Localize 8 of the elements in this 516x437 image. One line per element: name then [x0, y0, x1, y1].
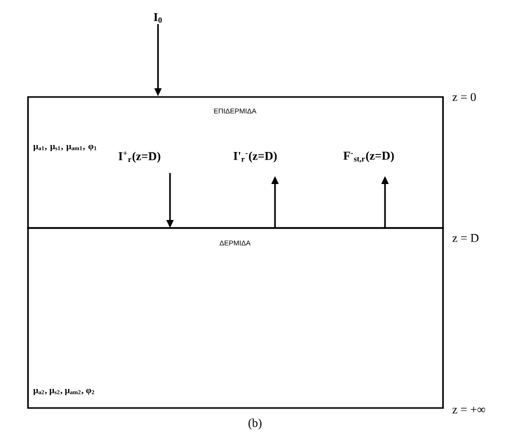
caption: (b) — [248, 418, 262, 430]
flux-label: I'$_{r}$$^{-}$(z=D) — [234, 152, 277, 162]
flux-label: I$^{+}$$_{r}$(z=D) — [118, 151, 160, 163]
depth-label: z = D — [452, 234, 478, 242]
depth-label: z = 0 — [452, 92, 476, 102]
depth-label: z = +∞ — [452, 406, 486, 414]
flux-label: F$^{-}$$_{st,r}$(z=D) — [343, 151, 394, 163]
intensity-label: I$_{0}$ — [154, 13, 162, 23]
